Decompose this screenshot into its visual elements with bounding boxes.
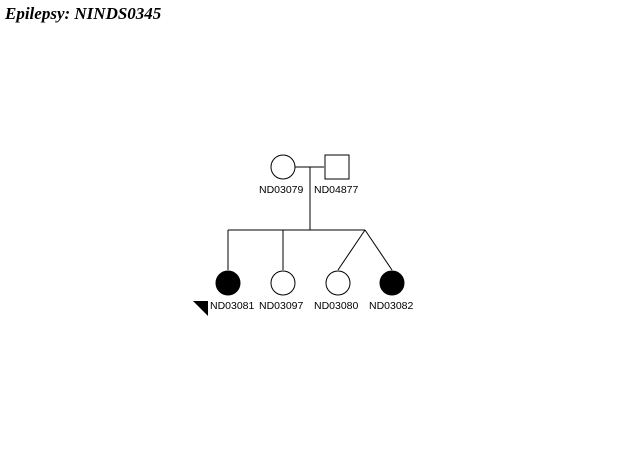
individual-label: ND03080: [314, 300, 359, 312]
individual-label: ND04877: [314, 184, 359, 196]
individual-label: ND03097: [259, 300, 304, 312]
individual-label: ND03081: [210, 300, 255, 312]
page-title: Epilepsy: NINDS0345: [5, 4, 162, 23]
twin-line-left: [337, 229, 366, 271]
individual-nd04877-symbol[interactable]: [324, 154, 350, 180]
individual-nd03081-symbol[interactable]: [215, 270, 241, 296]
individual-label: ND03082: [369, 300, 414, 312]
individual-nd03080-symbol[interactable]: [325, 270, 351, 296]
individual-label: ND03079: [259, 184, 304, 196]
individual-nd03097-symbol[interactable]: [270, 270, 296, 296]
proband-arrow-icon: [193, 301, 208, 316]
individual-nd03079-symbol[interactable]: [270, 154, 296, 180]
twin-line-right: [364, 229, 393, 271]
individual-nd03082-symbol[interactable]: [379, 270, 405, 296]
